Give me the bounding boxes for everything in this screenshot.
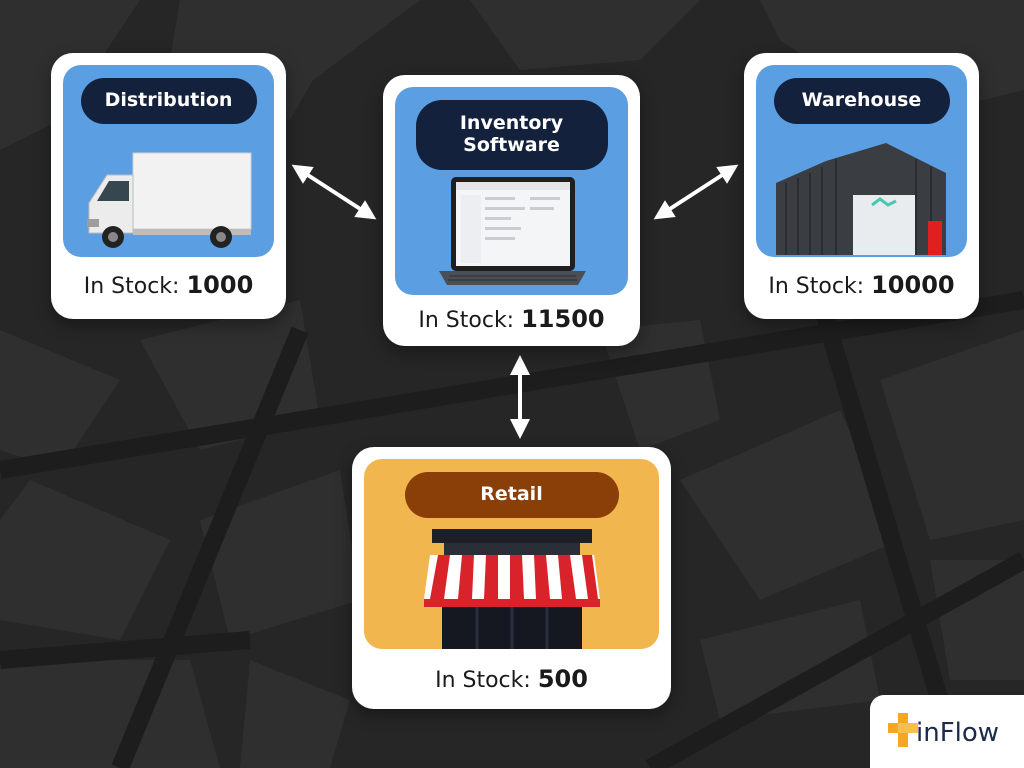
inventory-stock: In Stock: 11500 xyxy=(383,305,640,333)
delivery-truck-icon xyxy=(87,152,252,248)
inventory-image-panel: Inventory Software xyxy=(395,87,628,295)
brand-name: inFlow xyxy=(916,718,1000,748)
warehouse-label: Warehouse xyxy=(773,78,950,124)
retail-node: Retail In Stock: 500 xyxy=(352,447,671,709)
stock-prefix: In Stock: xyxy=(768,274,865,299)
retail-image-panel: Retail xyxy=(364,459,659,649)
storefront-icon xyxy=(424,529,600,649)
warehouse-building-icon xyxy=(776,143,946,255)
stock-prefix: In Stock: xyxy=(435,668,531,693)
warehouse-image-panel: Warehouse xyxy=(756,65,967,257)
distribution-image-panel: Distribution xyxy=(63,65,274,257)
arrow-warehouse-inventory xyxy=(653,164,739,220)
warehouse-node: Warehouse In Stock: 10000 xyxy=(744,53,979,319)
retail-stock: In Stock: 500 xyxy=(352,665,671,693)
inventory-software-label: Inventory Software xyxy=(415,100,608,170)
inflow-logo-mark-icon xyxy=(888,713,918,747)
inventory-software-node: Inventory Software In Sto xyxy=(383,75,640,346)
arrow-distribution-inventory xyxy=(291,164,377,220)
inventory-label-line2: Software xyxy=(463,134,560,156)
distribution-node: Distribution In Stock: 1000 xyxy=(51,53,286,319)
arrow-retail-inventory xyxy=(510,355,530,439)
stock-value: 10000 xyxy=(871,271,955,299)
distribution-label: Distribution xyxy=(80,78,257,124)
stock-prefix: In Stock: xyxy=(83,274,180,299)
distribution-stock: In Stock: 1000 xyxy=(51,271,286,299)
stock-value: 11500 xyxy=(521,305,605,333)
stock-prefix: In Stock: xyxy=(418,308,515,333)
stock-value: 500 xyxy=(537,665,588,693)
inflow-logo: inFlow xyxy=(870,695,1024,768)
warehouse-stock: In Stock: 10000 xyxy=(744,271,979,299)
retail-label: Retail xyxy=(404,472,619,518)
laptop-icon xyxy=(439,177,586,285)
inventory-label-line1: Inventory xyxy=(459,112,564,135)
stock-value: 1000 xyxy=(186,271,254,299)
